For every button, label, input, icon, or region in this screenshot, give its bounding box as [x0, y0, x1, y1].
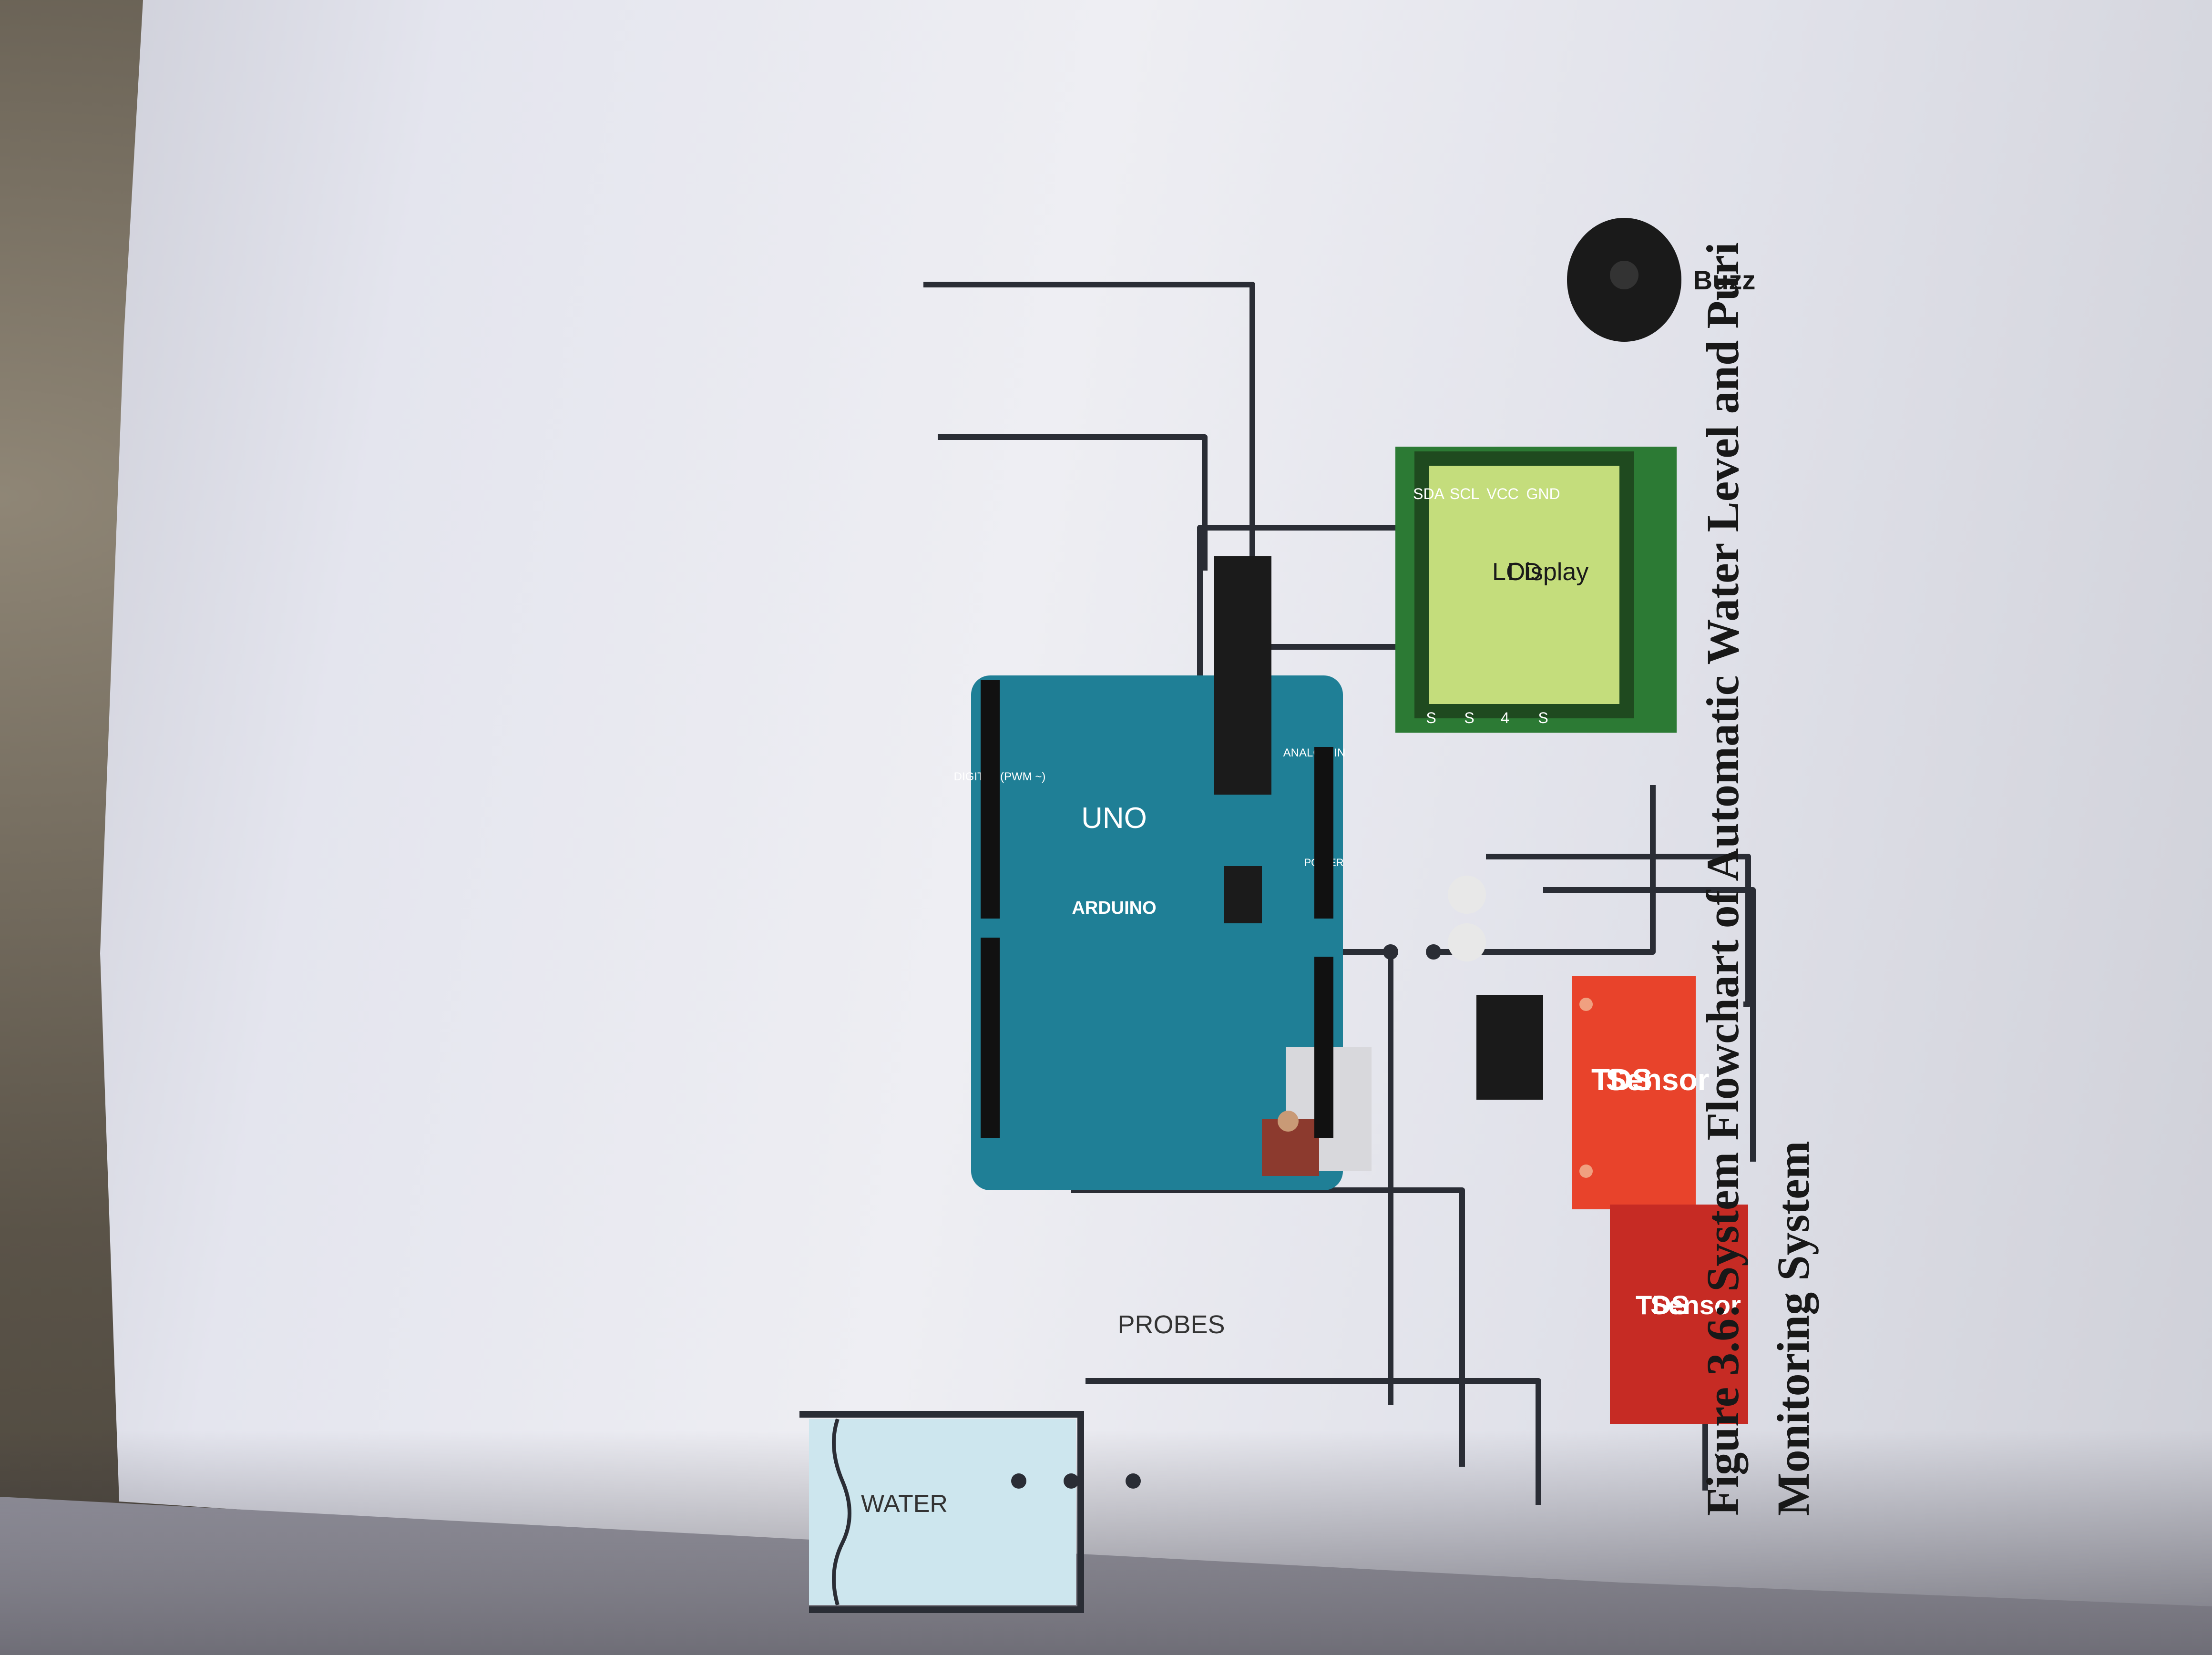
lcd-display-module: LCD Display SDA SCL VCC GND S S 4 S: [1395, 447, 1677, 733]
wire-buzzer-mid: [938, 434, 1208, 571]
lcd-side-pin-1: S: [1426, 709, 1436, 726]
probes-label: PROBES: [1117, 1310, 1225, 1339]
water-tank: WATER PROBES: [799, 1310, 1225, 1613]
board-model: UNO: [1081, 802, 1147, 835]
probe-3-dot: [1126, 1473, 1141, 1489]
tds-sensor-1-line2: Sensor: [1606, 1062, 1710, 1097]
water-label: WATER: [861, 1490, 948, 1518]
figure-caption: Figure 3.6: System Flowchart of Automati…: [1688, 0, 1829, 1516]
tds-sensor-2-line1: TDS: [1636, 1290, 1689, 1320]
buzzer: Buzz: [1567, 218, 1755, 342]
lcd-pin-gnd: GND: [1526, 485, 1560, 502]
tds-sensor-2: TDS Sensor: [1610, 1205, 1748, 1424]
lcd-pin-scl: SCL: [1450, 485, 1479, 502]
lcd-pin-sda: SDA: [1413, 485, 1444, 502]
lcd-label-line2: Display: [1507, 558, 1589, 586]
lcd-side-pin-2: S: [1464, 709, 1474, 726]
wire-buzzer-top: [923, 282, 1255, 561]
board-brand: ARDUINO: [1072, 898, 1156, 918]
tds-sensor-1: TDS Sensor: [1572, 976, 1709, 1209]
probe-2-dot: [1064, 1473, 1079, 1489]
lcd-side-pin-3: 4: [1501, 709, 1509, 726]
wire-probe-3: [1086, 1378, 1541, 1505]
lcd-label-line1: LCD: [1492, 558, 1542, 586]
probe-1-dot: [1011, 1473, 1026, 1489]
lcd-side-pin-4: S: [1538, 709, 1548, 726]
tds-sensor-2-line2: Sensor: [1650, 1290, 1741, 1320]
caption-line-1: Figure 3.6: System Flowchart of Automati…: [1697, 242, 1748, 1516]
wire-lcd-s2: [1434, 785, 1656, 955]
arduino-uno-board: ARDUINO UNO DIGITAL (PWM ~) ANALOG IN PO…: [954, 556, 1543, 1190]
buzzer-label: Buzz: [1693, 265, 1756, 295]
wire-lcd-4: [1486, 854, 1751, 1007]
wire-lcd-s4: [1543, 887, 1756, 1162]
caption-line-2: Monitoring System: [1768, 1141, 1819, 1516]
lcd-pin-vcc: VCC: [1486, 485, 1519, 502]
tds-sensor-1-line1: TDS: [1591, 1062, 1652, 1097]
